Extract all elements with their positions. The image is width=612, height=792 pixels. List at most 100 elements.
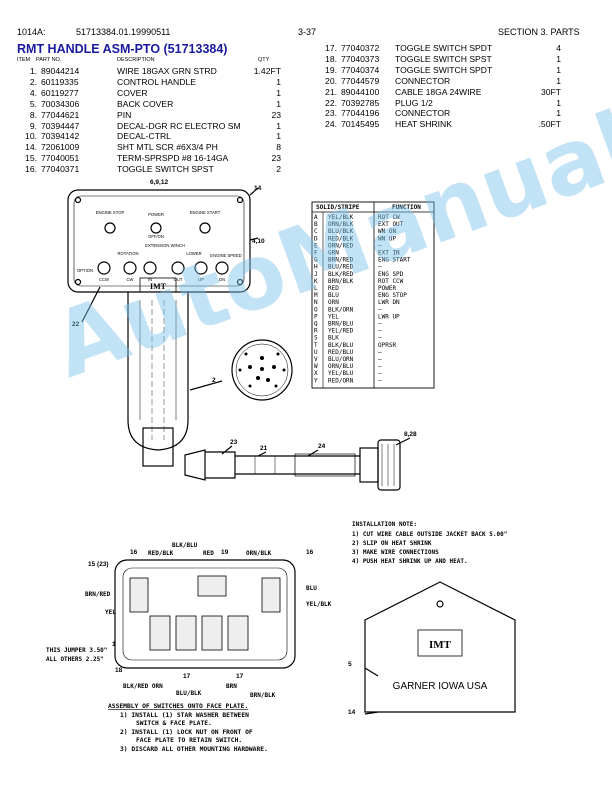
- part-number: 60119277: [41, 87, 79, 98]
- quantity: 1: [556, 64, 561, 75]
- callout-6-9-12: 6,9,12: [150, 179, 168, 186]
- quantity: 1: [276, 120, 281, 131]
- quantity: 1: [276, 98, 281, 109]
- install-step-2: 2) SLIP ON HEAT SHRINK: [352, 540, 432, 547]
- wire-table-letter: X: [314, 370, 318, 377]
- wire-brn-blk: BRN/BLK: [250, 692, 276, 699]
- quantity: 4: [556, 43, 561, 53]
- label-power: POWER: [148, 212, 164, 217]
- wire-table-letter: W: [314, 363, 318, 370]
- col-qty: QTY: [258, 57, 270, 63]
- wire-table-function: WN UP: [378, 235, 396, 242]
- wire-table-color: BLU/ORN: [328, 356, 354, 363]
- label-engine-start: ENGINE START: [190, 210, 221, 215]
- wire-table-letter: S: [314, 335, 318, 342]
- item-number: 17.: [325, 43, 337, 53]
- item-number: 14.: [25, 142, 37, 153]
- wire-table-letter: A: [314, 214, 318, 221]
- part-number: 77044196: [341, 108, 380, 119]
- wire-table-color: ORN/BLU: [328, 363, 354, 370]
- assembly-title: ASSEMBLY OF SWITCHES ONTO FACE PLATE.: [108, 703, 248, 710]
- part-number: 77044621: [41, 109, 80, 120]
- imt-logo: IMT: [429, 639, 452, 651]
- wire-table-letter: J: [314, 271, 318, 278]
- part-number: 77040374: [341, 64, 380, 75]
- quantity: 2: [276, 164, 281, 175]
- install-step-4: 4) PUSH HEAT SHRINK UP AND HEAT.: [352, 558, 468, 565]
- item-number: 20.: [325, 75, 337, 86]
- wire-table-function: ENG STOP: [378, 292, 407, 299]
- wire-table-function: LWR UP: [378, 313, 400, 320]
- col-item: ITEM: [17, 57, 31, 63]
- wire-table-letter: M: [314, 292, 318, 299]
- wire-table-function: ROT CCW: [378, 278, 404, 285]
- wire-table-letter: N: [314, 299, 318, 306]
- label-extension-winch: EXTENSION WINCH: [145, 243, 185, 248]
- imt-logo-box: IMT: [150, 282, 167, 291]
- quantity: 23: [271, 153, 281, 164]
- wire-table-color: BLK: [328, 335, 339, 342]
- wire-table-function: EXT OUT: [378, 221, 404, 228]
- label-option: OPTION: [77, 268, 93, 273]
- wire-table-function: —: [378, 306, 382, 313]
- description: TOGGLE SWITCH SPST: [395, 53, 492, 64]
- quantity: 1: [556, 97, 561, 108]
- wire-table-function: ENG START: [378, 257, 411, 264]
- wire-table-color: YEL/BLK: [328, 214, 354, 221]
- quantity: 23: [271, 109, 281, 120]
- wire-table-color: BLU: [328, 292, 339, 299]
- item-number: 15.: [25, 153, 37, 164]
- wire-table-letter: V: [314, 356, 318, 363]
- wire-table-letter: P: [314, 313, 318, 320]
- item-number: 5.: [29, 98, 37, 109]
- part-number: 89044214: [41, 66, 80, 76]
- wire-table-color: YEL/BLU: [328, 370, 354, 377]
- part-number: 70394142: [41, 131, 80, 142]
- wire-table-function: —: [378, 349, 382, 356]
- wire-blu: BLU: [306, 585, 317, 592]
- callout-14-back: 14: [348, 709, 356, 716]
- quantity: 30FT: [540, 86, 561, 97]
- quantity: 1: [556, 75, 561, 86]
- callout-16-left: 16: [130, 549, 138, 556]
- callout-5: 5: [348, 661, 352, 668]
- description: WIRE 18GAX GRN STRD: [117, 66, 217, 76]
- callout-16-right: 16: [306, 549, 314, 556]
- install-step-1: 1) CUT WIRE CABLE OUTSIDE JACKET BACK 5.…: [352, 531, 507, 538]
- callout-19: 19: [221, 549, 229, 556]
- label-ccw: CCW: [99, 277, 109, 282]
- wire-table-function: LWR DN: [378, 299, 400, 306]
- col-desc: DESCRIPTION: [117, 57, 155, 63]
- description: COVER: [117, 87, 148, 98]
- item-number: 1.: [29, 66, 37, 76]
- wire-table-function: —: [378, 321, 382, 328]
- part-number: 89044100: [341, 86, 380, 97]
- wire-table-color: BRN/BLU: [328, 321, 354, 328]
- back-cover-text: GARNER IOWA USA: [393, 681, 488, 692]
- part-number: 72061009: [41, 142, 80, 153]
- quantity: 1: [276, 131, 281, 142]
- item-number: 22.: [325, 97, 337, 108]
- wire-table-function: —: [378, 264, 382, 271]
- item-number: 16.: [25, 164, 37, 175]
- wire-table-letter: Q: [314, 321, 318, 328]
- assembly-step-2: 2) INSTALL (1) LOCK NUT ON FRONT OF: [120, 729, 253, 736]
- part-number: 77044579: [341, 75, 380, 86]
- item-number: 2.: [29, 76, 37, 87]
- wire-table-color: ORN/RED: [328, 242, 354, 249]
- wire-blk-red-orn: BLK/RED ORN: [123, 683, 163, 690]
- wire-yel: YEL: [105, 609, 116, 616]
- wire-table-color: BRN/RED: [328, 257, 354, 264]
- col-part: PART NO.: [36, 57, 62, 63]
- part-number: 77040373: [341, 53, 380, 64]
- wire-table-color: RED/BLK: [328, 235, 354, 242]
- wire-table-letter: L: [314, 285, 318, 292]
- wire-table-header-function: FUNCTION: [392, 204, 421, 211]
- callout-23: 23: [230, 439, 238, 446]
- wire-table-letter: G: [314, 257, 318, 264]
- wire-table-letter: F: [314, 250, 318, 257]
- assembly-step-2b: FACE PLATE TO RETAIN SWITCH.: [136, 737, 242, 744]
- part-number: 70145495: [341, 119, 380, 130]
- wire-table-color: GRN: [328, 250, 339, 257]
- callout-2: 2: [212, 377, 216, 384]
